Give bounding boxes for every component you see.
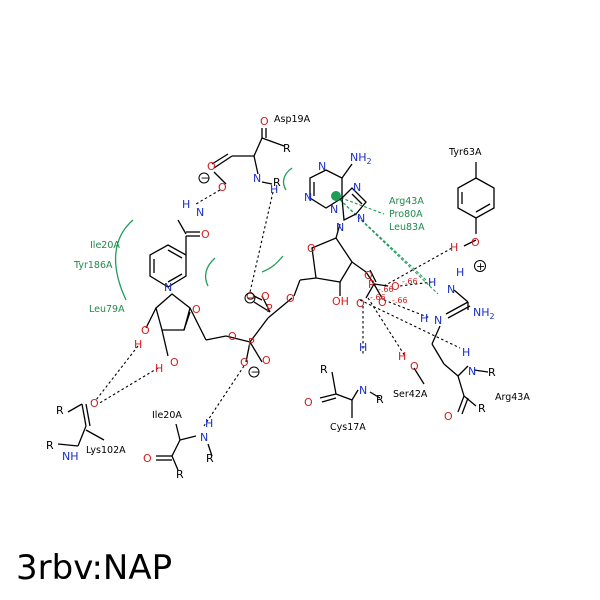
atom-label: O — [262, 354, 271, 367]
residue-arg43: Arg43A — [495, 392, 530, 403]
atom-label: O — [240, 356, 249, 369]
atom-label: N — [468, 365, 476, 378]
atom-label: R — [478, 402, 486, 415]
minus-charge-icon: − — [251, 366, 260, 379]
atom-label: O — [228, 330, 237, 343]
partial-charge-label: -.66 — [402, 277, 418, 286]
residue-ile20: Ile20A — [152, 410, 182, 421]
atom-label: H — [450, 241, 458, 254]
atom-label: O — [218, 181, 227, 194]
atom-label: N — [447, 283, 455, 296]
atom-label: H — [155, 362, 163, 375]
residue-cys17: Cys17A — [330, 422, 366, 433]
atom-label: H — [182, 198, 190, 211]
residue-ser42: Ser42A — [393, 389, 428, 400]
partial-charge-label: -.66 — [378, 285, 394, 294]
contact-leu79: Leu79A — [89, 304, 125, 315]
atom-label: N — [357, 212, 365, 225]
phosphorus-label: P — [368, 278, 375, 291]
atom-label: O — [391, 280, 400, 293]
contact-ile20: Ile20A — [90, 240, 120, 251]
contact-leu83: Leu83A — [389, 222, 425, 233]
pi-centroid — [331, 191, 341, 201]
atom-label: N — [336, 221, 344, 234]
pi-contacts — [335, 195, 439, 295]
contact-tyr186: Tyr186A — [73, 260, 113, 271]
atom-label: N — [330, 203, 338, 216]
residue-tyr63: Tyr63A — [448, 147, 482, 158]
atom-label: R — [206, 452, 214, 465]
minus-charge-icon: − — [247, 292, 256, 305]
amine-label: NH2 — [350, 151, 372, 166]
atom-label: O — [304, 396, 313, 409]
atom-label: O — [261, 290, 270, 303]
atom-label: R — [273, 176, 281, 189]
atom-label: O — [286, 292, 295, 305]
atom-label: O — [141, 324, 150, 337]
atom-label: O — [471, 236, 480, 249]
atom-label: N — [164, 281, 172, 294]
atom-label: R — [283, 142, 291, 155]
atom-label: R — [320, 363, 328, 376]
atom-label: R — [46, 439, 54, 452]
atom-label: H — [462, 346, 470, 359]
hydrogen-bonds — [95, 189, 461, 427]
atom-label: O — [307, 242, 316, 255]
atom-label: NH — [62, 450, 79, 463]
atom-label: N — [304, 191, 312, 204]
atom-label: O — [364, 269, 373, 282]
atom-label: R — [376, 393, 384, 406]
atom-label: O — [410, 360, 419, 373]
atom-label: R — [176, 468, 184, 481]
partial-charge-label: -.66 — [370, 293, 386, 302]
atom-label: N — [353, 181, 361, 194]
atom-label: O — [143, 452, 152, 465]
atom-label: O — [170, 356, 179, 369]
atom-label: O — [207, 160, 216, 173]
atom-label: H — [359, 341, 367, 354]
atom-label: O — [356, 297, 365, 310]
atom-label: H — [398, 350, 406, 363]
atom-label: N — [200, 431, 208, 444]
atom-label: O — [192, 303, 201, 316]
contact-pro80: Pro80A — [389, 209, 423, 220]
atom-label: H — [134, 338, 142, 351]
atom-label: H — [270, 183, 278, 196]
hydrophobic-contacts — [114, 167, 293, 301]
atom-label: O — [201, 228, 210, 241]
ligand-bonds — [57, 128, 495, 471]
minus-charge-icon: − — [201, 172, 210, 185]
atom-label: R — [56, 404, 64, 417]
page-title: 3rbv:NAP — [16, 548, 173, 588]
atom-label: N — [196, 206, 204, 219]
partial-charge-label: -.66 — [392, 296, 408, 305]
atom-label: O — [444, 410, 453, 423]
residue-lys102: Lys102A — [86, 445, 126, 456]
atom-label: N — [318, 160, 326, 173]
atom-label: O — [378, 296, 387, 309]
atom-label: H — [420, 312, 428, 325]
atom-label: OH — [332, 295, 349, 308]
atom-label: R — [488, 366, 496, 379]
contact-arg43: Arg43A — [389, 196, 424, 207]
phosphorus-label: P — [248, 336, 255, 349]
atom-label: N — [359, 384, 367, 397]
atom-label: O — [246, 290, 255, 303]
residue-asp19: Asp19A — [274, 114, 311, 125]
amine-label: NH2 — [473, 306, 495, 321]
phosphorus-label: P — [266, 302, 273, 315]
atom-label: O — [90, 397, 99, 410]
plus-charge-icon: + — [476, 260, 485, 273]
atom-label: H — [456, 266, 464, 279]
atom-label: H — [428, 276, 436, 289]
atom-label: H — [205, 417, 213, 430]
atom-label: O — [260, 115, 269, 128]
atom-label: N — [434, 314, 442, 327]
atom-label: N — [253, 172, 261, 185]
